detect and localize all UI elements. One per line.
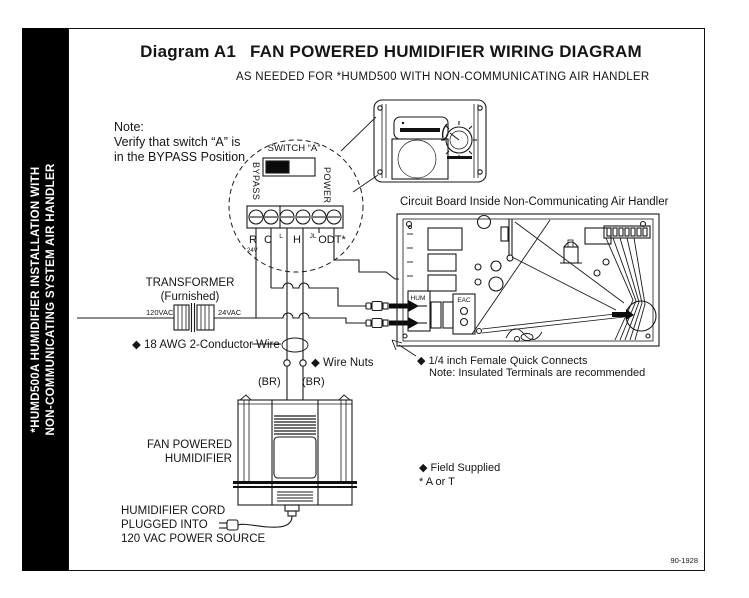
hum-terminal-block bbox=[407, 290, 431, 332]
humidifier-power-cord bbox=[219, 515, 293, 531]
connector-row bbox=[603, 225, 651, 239]
br-label-1: (BR) bbox=[258, 376, 281, 388]
transformer-label-2: (Furnished) bbox=[160, 291, 220, 303]
transformer-label-1: TRANSFORMER bbox=[145, 277, 235, 289]
awg-marker bbox=[252, 337, 309, 353]
capacitor-icon bbox=[560, 239, 582, 264]
cord-note-1: HUMIDIFIER CORD bbox=[121, 505, 226, 517]
quick-connects bbox=[365, 300, 419, 357]
wire-nuts bbox=[283, 359, 307, 367]
switch-a-title: SWITCH “A” bbox=[268, 143, 321, 154]
terminal-r: R bbox=[249, 234, 257, 246]
board-left-ticks bbox=[407, 225, 413, 277]
note-line-3: in the BYPASS Position bbox=[114, 150, 246, 164]
humidifier-upper-grill bbox=[274, 415, 316, 435]
cord-note-3: 120 VAC POWER SOURCE bbox=[121, 533, 266, 545]
switch-detail-circle bbox=[228, 116, 379, 273]
wire-bundle bbox=[605, 237, 646, 341]
terminal-odt: ODT* bbox=[318, 234, 346, 246]
quick-connects-note: Note: Insulated Terminals are recommende… bbox=[429, 367, 646, 379]
page-frame bbox=[68, 28, 705, 571]
diagram-label: Diagram A1 bbox=[140, 42, 237, 61]
terminal-h: H bbox=[293, 234, 301, 246]
note-line-2: Verify that switch “A” is bbox=[114, 135, 241, 149]
secondary-voltage-label: 24VAC bbox=[218, 308, 242, 317]
humidifier-label-1: FAN POWERED bbox=[147, 439, 232, 451]
humidifier-lower-grill bbox=[277, 491, 313, 502]
doc-number: 90-1928 bbox=[670, 556, 698, 565]
primary-voltage-label: 120VAC bbox=[146, 308, 174, 317]
humidifier-label: FAN POWERED HUMIDIFIER bbox=[120, 438, 232, 466]
terminal-c: C bbox=[264, 234, 272, 246]
bypass-note: Note: Verify that switch “A” is in the B… bbox=[114, 120, 245, 165]
board-caption: Circuit Board Inside Non-Communicating A… bbox=[400, 196, 669, 208]
legend-field-supplied: ◆ Field Supplied bbox=[419, 462, 501, 474]
terminal-jl: JL bbox=[310, 233, 317, 240]
terminal-strip bbox=[246, 205, 344, 229]
dial-knob-icon bbox=[441, 121, 477, 159]
diagram-subtitle: AS NEEDED FOR *HUMD500 WITH NON-COMMUNIC… bbox=[236, 71, 650, 83]
plug-icon bbox=[226, 519, 239, 531]
sidebar-band: *HUMD500A HUMIDIFIER INSTALLATION WITH N… bbox=[22, 28, 68, 571]
eac-terminal-block bbox=[452, 293, 476, 335]
cord-note: HUMIDIFIER CORD PLUGGED INTO 120 VAC POW… bbox=[121, 504, 265, 546]
wire-nuts-label: ◆ Wire Nuts bbox=[311, 357, 374, 369]
quick-connects-label: ◆ 1/4 inch Female Quick Connects bbox=[417, 355, 588, 367]
eac-label: EAC bbox=[457, 297, 471, 304]
page-title: Diagram A1 FAN POWERED HUMIDIFIER WIRING … bbox=[88, 42, 694, 62]
transformer-label: TRANSFORMER (Furnished) bbox=[135, 276, 245, 304]
terminal-screws bbox=[248, 209, 342, 225]
power-label: POWER bbox=[322, 167, 332, 204]
quick-connect-leader-arrow bbox=[391, 339, 417, 357]
low-voltage-wires bbox=[77, 228, 399, 400]
note-line-1: Note: bbox=[114, 120, 144, 134]
switch-a bbox=[262, 157, 316, 177]
bypass-label: BYPASS bbox=[251, 162, 261, 200]
legend-a-or-t: * A or T bbox=[419, 476, 455, 488]
awg-wire-label: ◆ 18 AWG 2-Conductor Wire bbox=[132, 339, 280, 351]
humidistat-control-drawing bbox=[373, 99, 487, 183]
hum-label: HUM bbox=[411, 295, 426, 302]
terminal-l: L bbox=[279, 233, 283, 240]
humidifier-label-2: HUMIDIFIER bbox=[164, 453, 232, 465]
transformer-symbol bbox=[173, 303, 215, 332]
terminal-24v-label: 24V bbox=[247, 248, 258, 254]
cord-note-2: PLUGGED INTO bbox=[121, 519, 208, 531]
circuit-board-drawing bbox=[396, 213, 660, 347]
diagram-title: FAN POWERED HUMIDIFIER WIRING DIAGRAM bbox=[250, 42, 642, 61]
fan-powered-humidifier-drawing bbox=[233, 394, 357, 517]
br-label-2: (BR) bbox=[302, 376, 325, 388]
